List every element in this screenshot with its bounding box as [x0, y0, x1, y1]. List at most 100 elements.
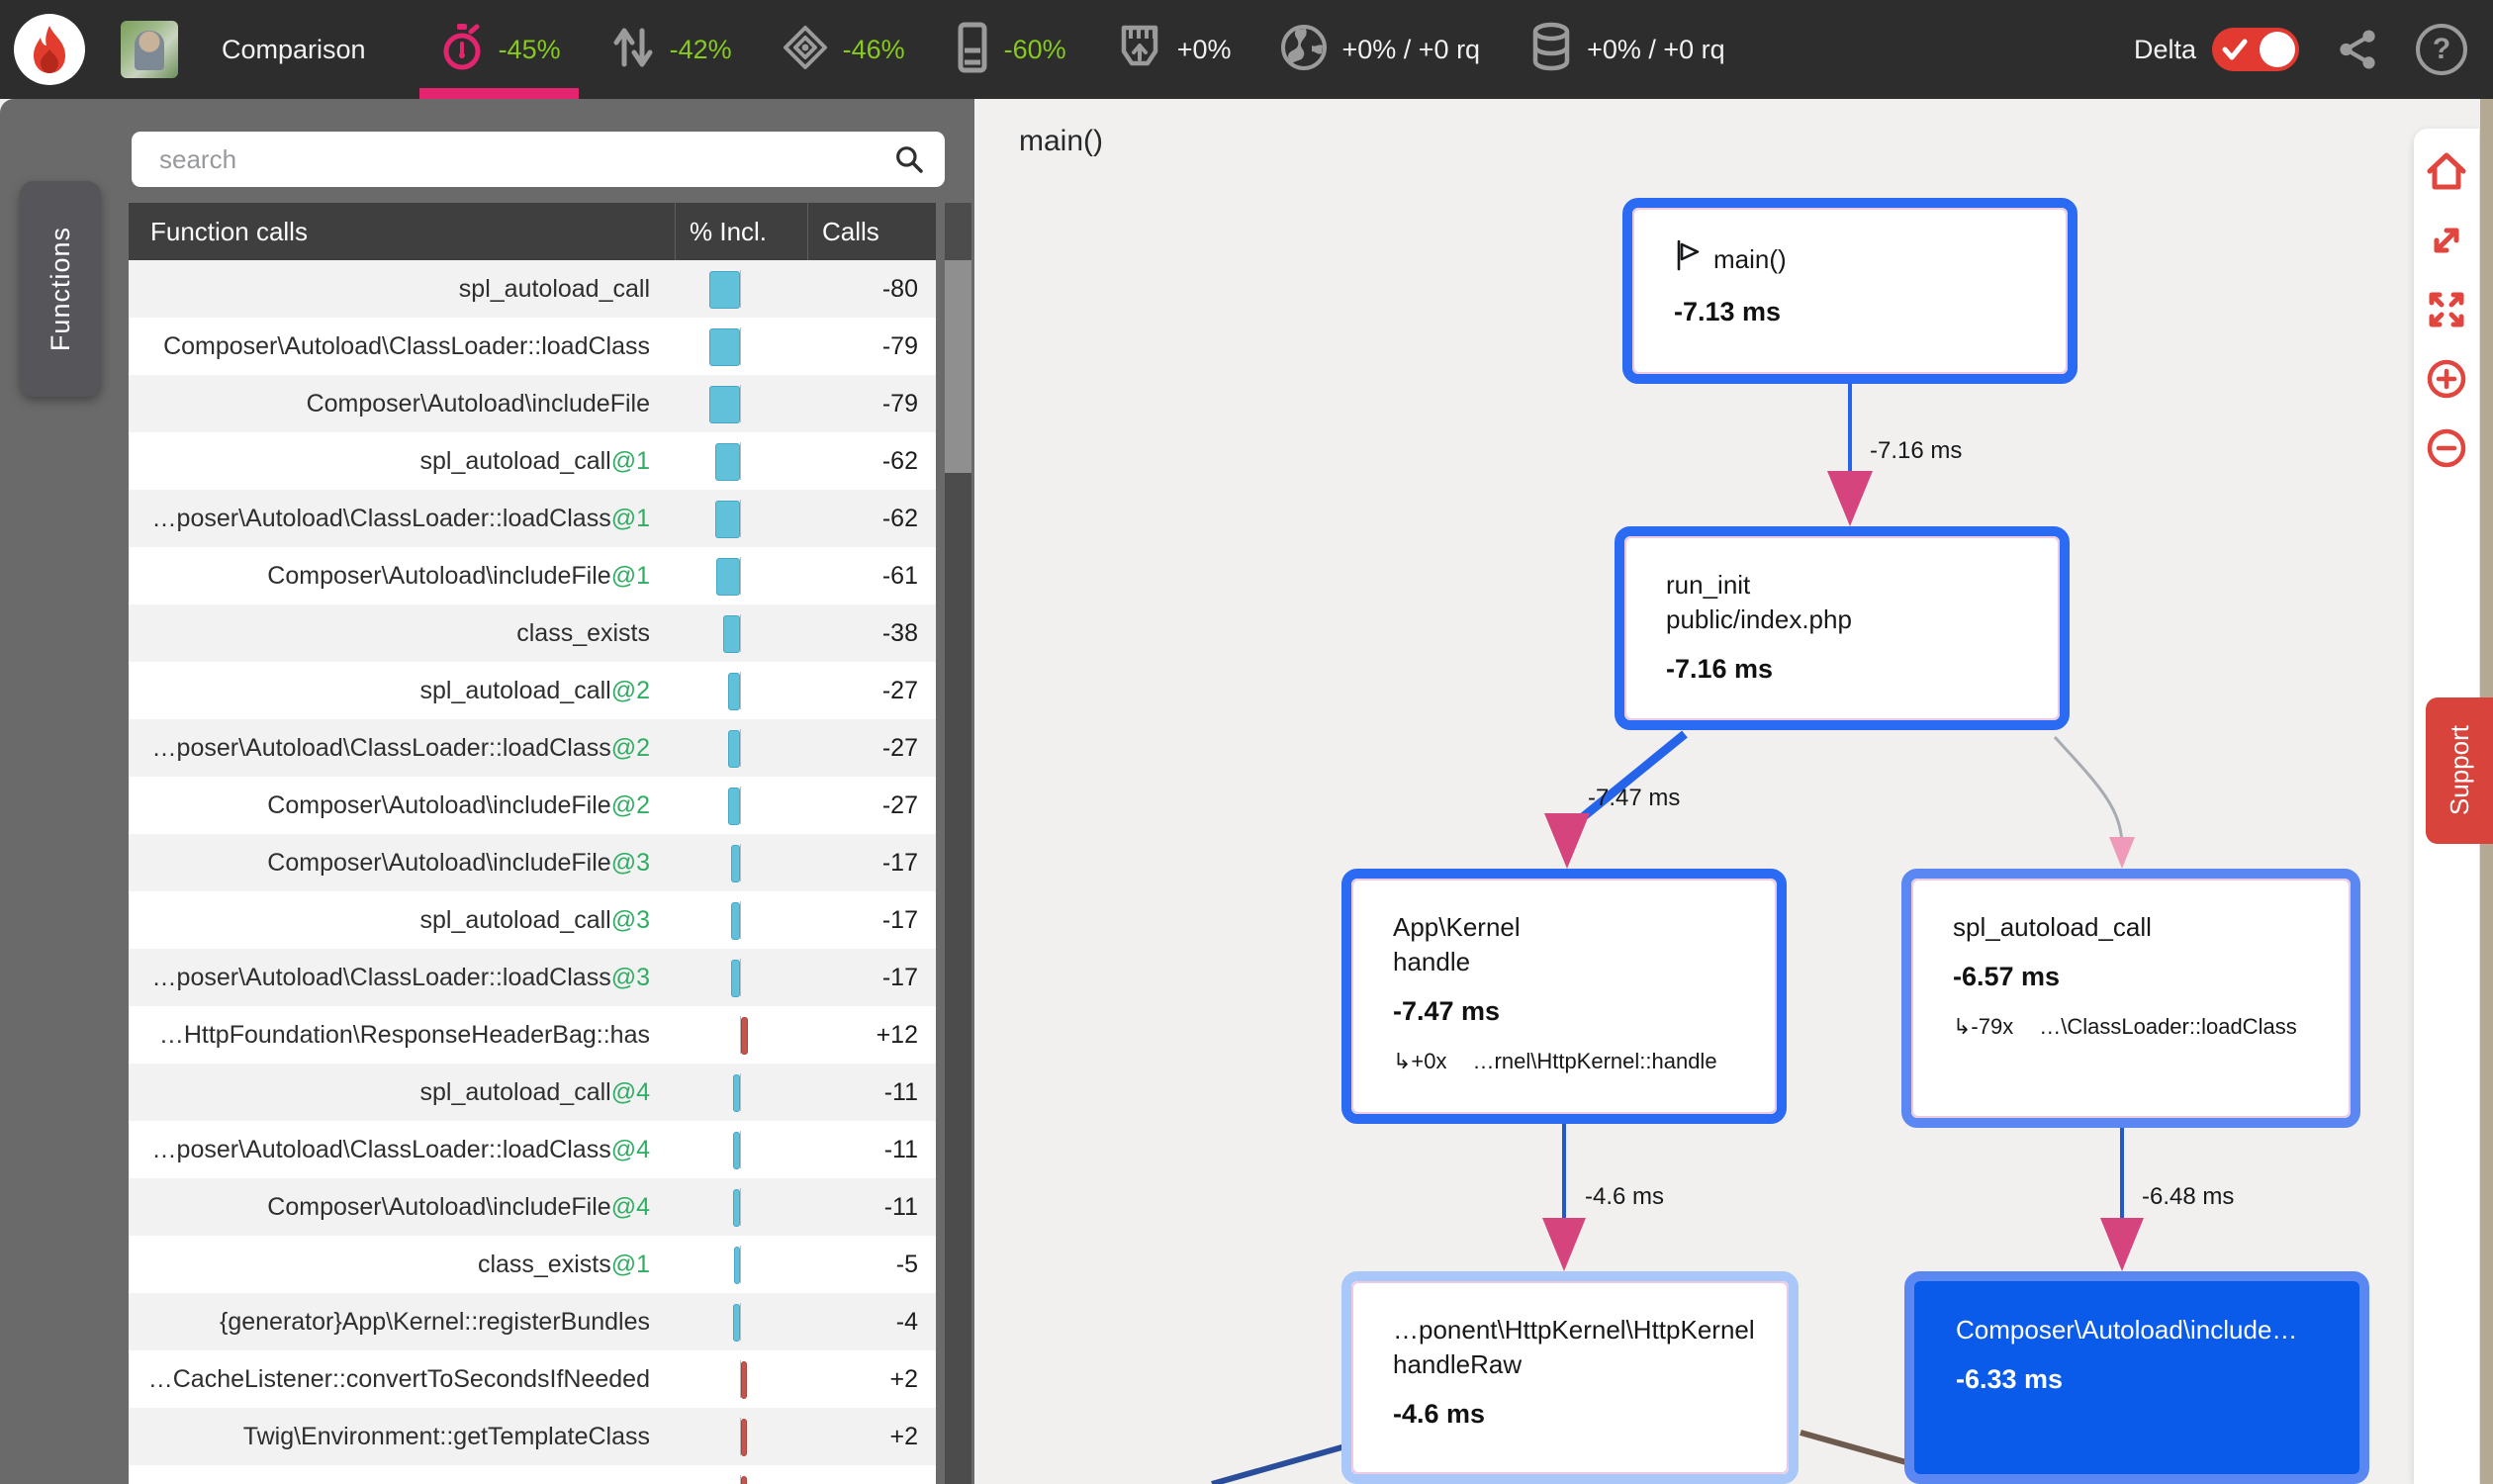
edge-arrowhead: [1544, 813, 1590, 869]
help-button[interactable]: ?: [2416, 24, 2467, 75]
metric-value: +0% / +0 rq: [1587, 34, 1725, 64]
search-icon[interactable]: [893, 143, 925, 175]
zero-axis: [740, 500, 741, 537]
incl-bar-cell: [676, 432, 808, 490]
function-name: spl_autoload_call: [419, 676, 611, 704]
check-icon: [2222, 39, 2248, 60]
home-button[interactable]: [2424, 150, 2469, 196]
table-row[interactable]: spl_autoload_call -80: [129, 260, 936, 318]
metric-tab-memory[interactable]: -60%: [929, 0, 1090, 99]
search-input[interactable]: [132, 132, 945, 187]
incl-bar: [728, 730, 740, 768]
column-header-calls[interactable]: Calls: [822, 216, 879, 246]
top-bar: Comparison -45% -42% -46% -60% +0% +0% /…: [0, 0, 2493, 99]
graph-node[interactable]: main() -7.13 ms: [1622, 198, 2078, 384]
resize-button[interactable]: [2424, 220, 2469, 265]
function-call-index: @3: [610, 905, 650, 934]
share-button[interactable]: [2335, 27, 2380, 72]
node-time-delta: -7.47 ms: [1393, 996, 1501, 1026]
function-name: …poser\Autoload\ClassLoader::loadClass: [151, 504, 611, 532]
table-row[interactable]: Composer\Autoload\includeFile@3 -17: [129, 834, 936, 891]
calls-value: -17: [881, 963, 918, 991]
zero-axis: [740, 442, 741, 480]
delta-label: Delta: [2133, 34, 2196, 64]
fullscreen-icon: [2424, 287, 2469, 337]
column-header-incl[interactable]: % Incl.: [676, 203, 808, 260]
node-function-name: public/index.php: [1666, 604, 1852, 634]
table-row[interactable]: Composer\Autoload\ClassLoader::loadClass…: [129, 318, 936, 375]
incl-bar-cell: [676, 1121, 808, 1178]
page-title: Comparison: [222, 34, 366, 64]
table-row[interactable]: Twig\Environment::getTemplateClass +2: [129, 1408, 936, 1465]
question-mark-icon: ?: [2432, 33, 2451, 65]
zero-axis: [740, 327, 741, 365]
sidebar-scrollbar[interactable]: [945, 203, 971, 1484]
table-row[interactable]: spl_autoload_call@4 -11: [129, 1064, 936, 1121]
zero-axis: [740, 959, 741, 996]
node-function-name: run_init: [1666, 570, 1751, 600]
metric-tab-http[interactable]: +0% / +0 rq: [1254, 0, 1504, 99]
calls-value: -79: [881, 331, 918, 360]
metric-tab-cpu[interactable]: -46%: [756, 0, 929, 99]
table-row[interactable]: spl_autoload_call@1 -62: [129, 432, 936, 490]
table-row[interactable]: spl_autoload_call@2 -27: [129, 662, 936, 719]
metric-tab-sql[interactable]: +0% / +0 rq: [1504, 0, 1749, 99]
io-arrows-icon: [608, 23, 658, 77]
metric-value: -60%: [1003, 34, 1066, 64]
table-row[interactable]: Composer\Autoload\includeFile@4 -11: [129, 1178, 936, 1236]
tab-functions[interactable]: Functions: [20, 181, 101, 397]
function-name: spl_autoload_call: [419, 905, 611, 934]
zoom-in-button[interactable]: [2424, 358, 2469, 404]
graph-node[interactable]: Composer\Autoload\include… -6.33 ms: [1904, 1271, 2369, 1484]
fullscreen-button[interactable]: [2424, 289, 2469, 334]
zero-axis: [740, 844, 741, 881]
function-call-index: @2: [610, 676, 650, 704]
table-row[interactable]: class_exists -38: [129, 604, 936, 662]
incl-bar: [741, 1017, 748, 1055]
incl-bar-cell: [676, 891, 808, 949]
incl-bar: [709, 386, 740, 423]
avatar[interactable]: [121, 21, 178, 78]
table-row[interactable]: …poser\Autoload\ClassLoader::loadClass@2…: [129, 719, 936, 777]
support-tab[interactable]: Support: [2426, 697, 2493, 844]
column-header-function-calls[interactable]: Function calls: [129, 203, 676, 260]
metric-tab-io-arrows[interactable]: -42%: [585, 0, 756, 99]
table-row[interactable]: Composer\Autoload\includeFile -79: [129, 375, 936, 432]
function-call-index: @4: [610, 1077, 650, 1106]
zoom-out-icon: [2424, 425, 2469, 476]
blackfire-logo[interactable]: [14, 14, 85, 85]
flag-icon: [1674, 239, 1702, 280]
calls-value: -4: [895, 1307, 918, 1336]
table-row[interactable]: …HttpFoundation\ResponseHeaderBag::has +…: [129, 1006, 936, 1064]
table-row[interactable]: class_exists@1 -5: [129, 1236, 936, 1293]
metric-tab-stopwatch[interactable]: -45%: [414, 0, 585, 99]
table-row[interactable]: …poser\Autoload\ClassLoader::loadClass@3…: [129, 949, 936, 1006]
edge-arrowhead: [1542, 1218, 1586, 1271]
sidebar-scrollbar-thumb[interactable]: [945, 260, 971, 473]
table-row[interactable]: [129, 1465, 936, 1484]
table-row[interactable]: …CacheListener::convertToSecondsIfNeeded…: [129, 1350, 936, 1408]
table-row[interactable]: spl_autoload_call@3 -17: [129, 891, 936, 949]
incl-bar-cell: [676, 1006, 808, 1064]
table-row[interactable]: {generator}App\Kernel::registerBundles -…: [129, 1293, 936, 1350]
incl-bar: [733, 1132, 740, 1169]
table-row[interactable]: Composer\Autoload\includeFile@1 -61: [129, 547, 936, 604]
table-row[interactable]: …poser\Autoload\ClassLoader::loadClass@1…: [129, 490, 936, 547]
metric-tab-network[interactable]: +0%: [1090, 0, 1255, 99]
table-row[interactable]: Composer\Autoload\includeFile@2 -27: [129, 777, 936, 834]
zero-axis: [740, 1131, 741, 1168]
zoom-out-button[interactable]: [2424, 427, 2469, 473]
zero-axis: [740, 1360, 741, 1398]
graph-node[interactable]: spl_autoload_call -6.57 ms↳-79x…\ClassLo…: [1901, 869, 2360, 1128]
edge-time-label: -7.16 ms: [1870, 437, 1963, 464]
function-name: Twig\Environment::getTemplateClass: [242, 1422, 650, 1450]
delta-toggle[interactable]: [2212, 28, 2299, 71]
incl-bar-cell: [676, 318, 808, 375]
resize-icon: [2425, 219, 2468, 267]
table-row[interactable]: …poser\Autoload\ClassLoader::loadClass@4…: [129, 1121, 936, 1178]
incl-bar: [741, 1361, 747, 1399]
